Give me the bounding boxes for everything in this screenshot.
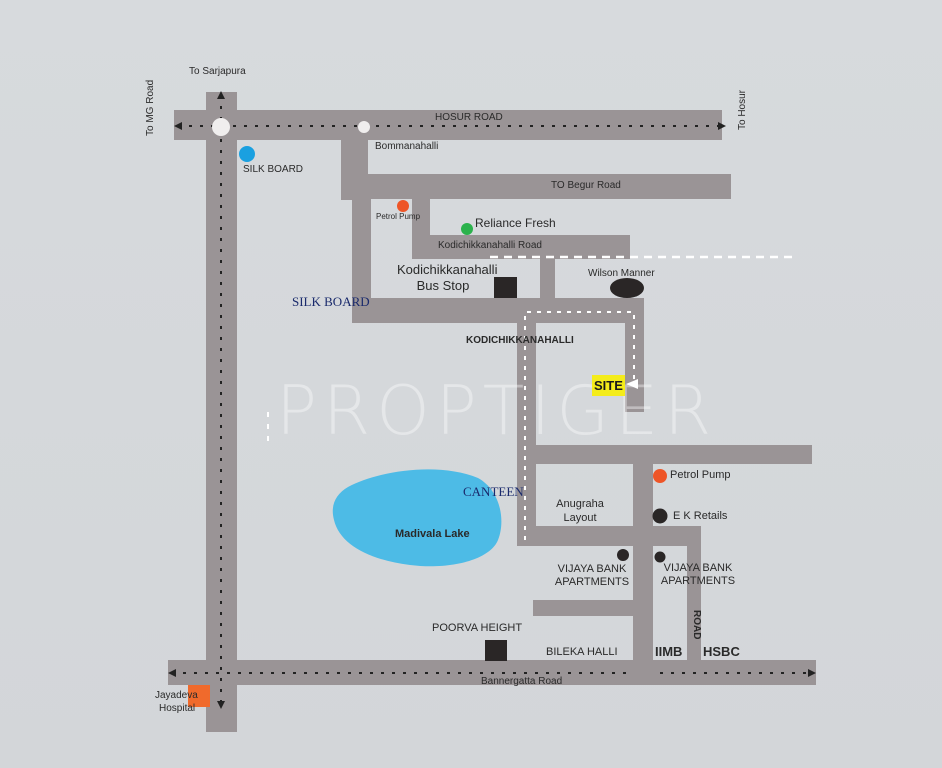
bus-stop-line1: Kodichikkanahalli	[397, 262, 498, 277]
wilson-manner-label: Wilson Manner	[588, 268, 655, 279]
bus-stop-icon	[494, 277, 517, 298]
to-hosur-label: To Hosur	[737, 89, 748, 130]
jayadeva-hospital-icon	[188, 685, 210, 707]
jayadeva-line2: Hospital	[159, 703, 196, 714]
vijaya-right-line1: VIJAYA BANK	[663, 562, 733, 574]
hsbc-label: HSBC	[703, 644, 740, 659]
kodichikkanahalli-road	[412, 235, 630, 259]
road-vertical-label: ROAD	[691, 610, 702, 640]
wilson-manner-icon	[610, 278, 644, 298]
jayadeva-line1: Jayadeva	[155, 690, 198, 701]
bus-stop-connector	[540, 259, 555, 299]
bus-stop-road	[352, 298, 644, 323]
watermark: PROPTIGER	[276, 372, 718, 451]
vijaya-left-line2: APARTMENTS	[554, 576, 630, 589]
petrol-pump-north-icon	[397, 200, 409, 212]
bommanahalli-label: Bommanahalli	[375, 141, 439, 152]
reliance-fresh-icon	[461, 223, 473, 235]
vijaya-bank-left-icon	[617, 549, 629, 561]
poorva-height-icon	[485, 640, 507, 661]
road-vertical-right	[687, 526, 701, 674]
to-sarjapura-label: To Sarjapura	[189, 66, 246, 77]
bus-stop-line2: Bus Stop	[416, 278, 470, 294]
madivala-lake-shape	[332, 469, 502, 567]
vijaya-right-line2: APARTMENTS	[660, 575, 736, 588]
anugraha-road	[517, 526, 701, 546]
to-mg-road-label: To MG Road	[145, 79, 156, 136]
site-arrow-icon	[626, 379, 638, 389]
canteen-label: CANTEEN	[463, 484, 524, 499]
petrol-pump-south-label: Petrol Pump	[670, 469, 731, 481]
ek-retails-label: E K Retails	[673, 510, 728, 522]
silk-board-junction-icon	[212, 118, 230, 136]
jayadeva-hospital-label: Jayadeva Hospital	[155, 689, 198, 715]
bommanahalli-junction-icon	[358, 121, 370, 133]
vijaya-bank-right-label: VIJAYA BANK APARTMENTS	[657, 562, 739, 587]
begur-road-label: TO Begur Road	[551, 180, 621, 191]
silk-board-serif-label: SILK BOARD	[292, 294, 370, 309]
anugraha-layout-label: Anugraha Layout	[552, 498, 608, 524]
reliance-fresh-label: Reliance Fresh	[475, 216, 556, 230]
east-road	[517, 445, 812, 464]
silk-board-marker-label: SILK BOARD	[243, 164, 304, 175]
poorva-height-label: POORVA HEIGHT	[432, 622, 523, 634]
kodichikkanahalli-label: KODICHIKKANAHALLI	[466, 335, 574, 346]
route-dots	[168, 91, 816, 709]
kodichikkanahalli-road-label: Kodichikkanahalli Road	[438, 240, 542, 251]
bannergatta-road-label: Bannergatta Road	[481, 676, 563, 687]
vijaya-left-line1: VIJAYA BANK	[557, 563, 627, 575]
bus-stop-label: Kodichikkanahalli Bus Stop	[397, 262, 498, 294]
bileka-stub-road	[533, 600, 633, 616]
anugraha-line1: Anugraha	[556, 498, 604, 510]
petrol-pump-north-label: Petrol Pump	[376, 212, 421, 221]
hosur-road-label: HOSUR ROAD	[435, 112, 503, 123]
west-loop-road	[352, 199, 371, 323]
anugraha-line2: Layout	[563, 512, 597, 525]
kodichikkanahalli-vertical	[517, 310, 536, 546]
site-marker[interactable]: SITE	[592, 375, 625, 396]
central-vertical-road	[633, 464, 653, 674]
vijaya-bank-right-icon	[654, 551, 666, 563]
site-route	[267, 255, 795, 540]
petrol-pump-south-icon	[653, 469, 667, 483]
begur-road	[341, 174, 731, 199]
bileka-halli-label: BILEKA HALLI	[546, 646, 618, 658]
silk-board-marker-icon	[239, 146, 255, 162]
ek-retails-icon	[652, 508, 668, 524]
vijaya-bank-left-label: VIJAYA BANK APARTMENTS	[552, 563, 632, 588]
madivala-lake-label: Madivala Lake	[395, 528, 470, 540]
iimb-label: IIMB	[655, 644, 683, 659]
